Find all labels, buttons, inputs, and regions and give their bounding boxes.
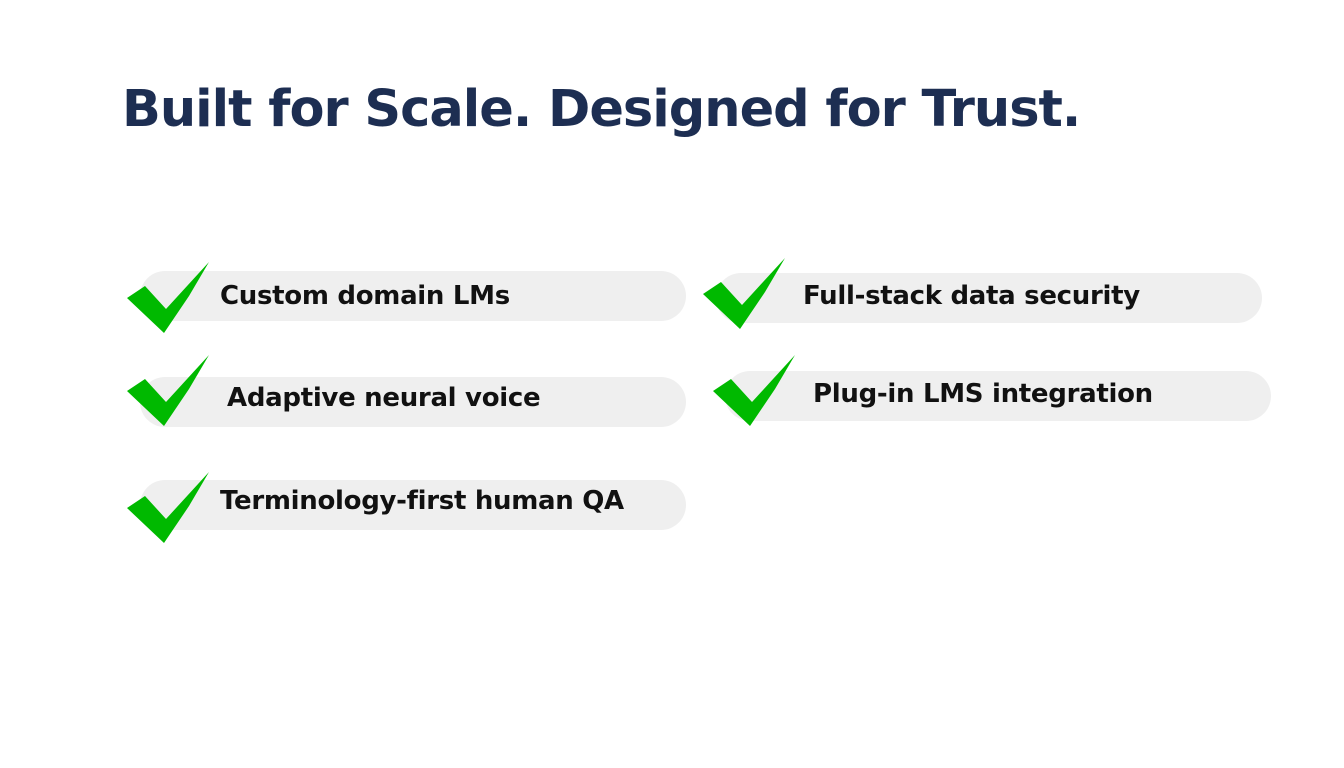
- feature-pill-custom-domain-lms: [140, 271, 686, 321]
- feature-pill-adaptive-neural-voice: [140, 377, 686, 427]
- feature-pill-plug-in-lms-integration: [725, 371, 1271, 421]
- feature-label-custom-domain-lms: Custom domain LMs: [220, 281, 510, 311]
- feature-pill-full-stack-data-security: [716, 273, 1262, 323]
- feature-pill-terminology-first-human-qa: [140, 480, 686, 530]
- feature-label-full-stack-data-security: Full-stack data security: [803, 281, 1140, 311]
- check-icon: [700, 254, 790, 334]
- feature-label-terminology-first-human-qa: Terminology-first human QA: [220, 486, 624, 516]
- page-title: Built for Scale. Designed for Trust.: [122, 80, 1081, 139]
- feature-label-adaptive-neural-voice: Adaptive neural voice: [227, 383, 541, 413]
- check-icon: [124, 258, 214, 338]
- check-icon: [124, 468, 214, 548]
- check-icon: [710, 351, 800, 431]
- check-icon: [124, 351, 214, 431]
- feature-label-plug-in-lms-integration: Plug-in LMS integration: [813, 379, 1153, 409]
